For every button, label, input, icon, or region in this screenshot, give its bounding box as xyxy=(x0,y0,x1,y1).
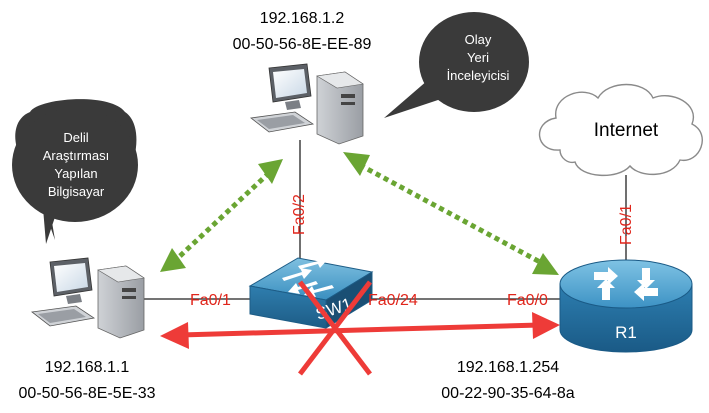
port-labels: Fa0/1 Fa0/24 Fa0/0 Fa0/2 Fa0/1 xyxy=(190,194,635,309)
pc-victim xyxy=(31,257,145,339)
links xyxy=(143,140,627,300)
port-r1-fa00: Fa0/0 xyxy=(507,292,548,309)
green-arrow-right xyxy=(358,162,542,265)
speech-bubble-right: Olay Yeri İnceleyicisi xyxy=(384,12,529,118)
internet-cloud: Internet xyxy=(538,83,703,177)
router-mac: 00-22-90-35-64-8a xyxy=(441,385,575,402)
bubble-left-line-3: Yapılan xyxy=(54,166,97,181)
green-arrowhead-right-top xyxy=(343,152,370,176)
bubble-left-line-2: Araştırması xyxy=(43,148,109,163)
bubble-right-line-3: İnceleyicisi xyxy=(447,68,510,83)
red-arrowhead-right xyxy=(532,312,560,339)
router-label: R1 xyxy=(615,323,637,342)
green-traffic-arrows xyxy=(160,152,559,275)
port-sw-fa02: Fa0/2 xyxy=(291,194,308,235)
pc-victim-ip: 192.168.1.1 xyxy=(45,359,130,376)
green-arrowhead-right-bottom xyxy=(532,253,559,275)
pc-victim-mac: 00-50-56-8E-5E-33 xyxy=(19,385,156,402)
green-arrowhead-left-top xyxy=(258,159,283,184)
pc-inspector xyxy=(250,63,364,145)
red-blocked-path xyxy=(160,280,560,376)
port-sw-fa01: Fa0/1 xyxy=(190,292,231,309)
pc-inspector-mac: 00-50-56-8E-EE-89 xyxy=(233,36,372,53)
red-arrowhead-left xyxy=(160,322,189,349)
router-arrows-icon xyxy=(594,267,658,301)
router-r1: R1 xyxy=(559,259,693,353)
bubble-right-line-1: Olay xyxy=(465,32,492,47)
address-labels: 192.168.1.2 00-50-56-8E-EE-89 192.168.1.… xyxy=(19,10,575,402)
bubble-left-line-4: Bilgisayar xyxy=(48,184,105,199)
red-arrow-shaft xyxy=(179,322,541,338)
internet-label: Internet xyxy=(594,120,659,141)
port-r1-fa01: Fa0/1 xyxy=(618,204,635,245)
port-sw-fa024: Fa0/24 xyxy=(368,292,418,309)
red-cross-stroke-2 xyxy=(298,280,372,376)
switch-sw1: SW1 xyxy=(248,257,374,329)
speech-bubble-left: Delil Araştırması Yapılan Bilgisayar xyxy=(12,99,138,244)
router-ip: 192.168.1.254 xyxy=(457,359,559,376)
green-arrowhead-left-bottom xyxy=(160,248,186,272)
green-arrow-left xyxy=(178,170,272,258)
bubble-left-line-1: Delil xyxy=(63,130,88,145)
pc-inspector-ip: 192.168.1.2 xyxy=(260,10,345,27)
bubble-right-line-2: Yeri xyxy=(467,50,489,65)
